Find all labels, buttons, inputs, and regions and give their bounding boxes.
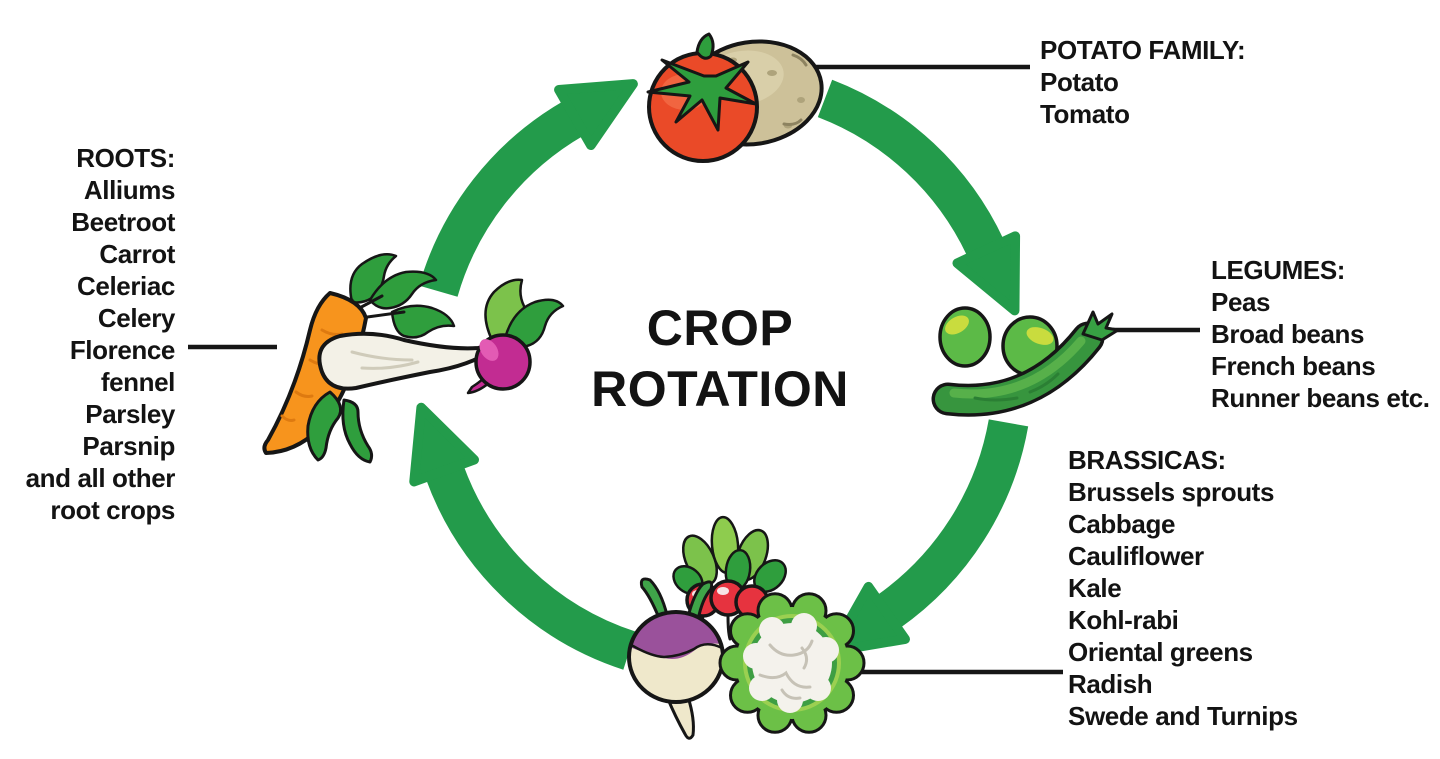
potato-family-items: Potato Tomato (1040, 67, 1130, 129)
roots-heading: ROOTS: (76, 143, 175, 173)
rotation-arrows (409, 79, 1029, 670)
parsnip-icon (306, 331, 496, 464)
legumes-heading: LEGUMES: (1211, 255, 1346, 285)
arrow-potato-family-to-legumes (817, 79, 1021, 316)
arrow-roots-to-potato-family (419, 79, 638, 297)
title-line-1: CROP (646, 300, 794, 356)
brassicas-items: Brussels sprouts Cabbage Cauliflower Kal… (1068, 477, 1298, 731)
roots-label: ROOTS: Alliums Beetroot Carrot Celeriac … (25, 142, 176, 526)
brassicas-label: BRASSICAS: Brussels sprouts Cabbage Caul… (1068, 444, 1298, 732)
pea-pod-icon (931, 310, 1120, 417)
potato-family-heading: POTATO FAMILY: (1040, 35, 1246, 65)
legumes-items: Peas Broad beans French beans Runner bea… (1211, 287, 1430, 413)
cauliflower-icon (718, 592, 866, 734)
legumes-label: LEGUMES: Peas Broad beans French beans R… (1211, 254, 1430, 414)
legumes-illustration (931, 306, 1120, 417)
roots-illustration (262, 253, 565, 464)
brassicas-heading: BRASSICAS: (1068, 445, 1226, 475)
page-title: CROP ROTATION (520, 298, 920, 420)
arrow-brassicas-to-roots (409, 402, 636, 670)
tomato-calyx (646, 58, 758, 132)
tomato-icon (646, 32, 759, 163)
potato-family-illustration (646, 32, 824, 163)
title-line-2: ROTATION (591, 361, 849, 417)
roots-items: Alliums Beetroot Carrot Celeriac Celery … (25, 175, 176, 525)
carrot-icon (262, 253, 456, 455)
connector-lines (188, 64, 1200, 675)
brassicas-illustration (627, 515, 866, 740)
arrow-legumes-to-brassicas (826, 419, 1029, 657)
pod-sepal (1081, 310, 1120, 342)
potato-family-label: POTATO FAMILY: Potato Tomato (1040, 34, 1246, 130)
beetroot-icon (466, 278, 565, 395)
